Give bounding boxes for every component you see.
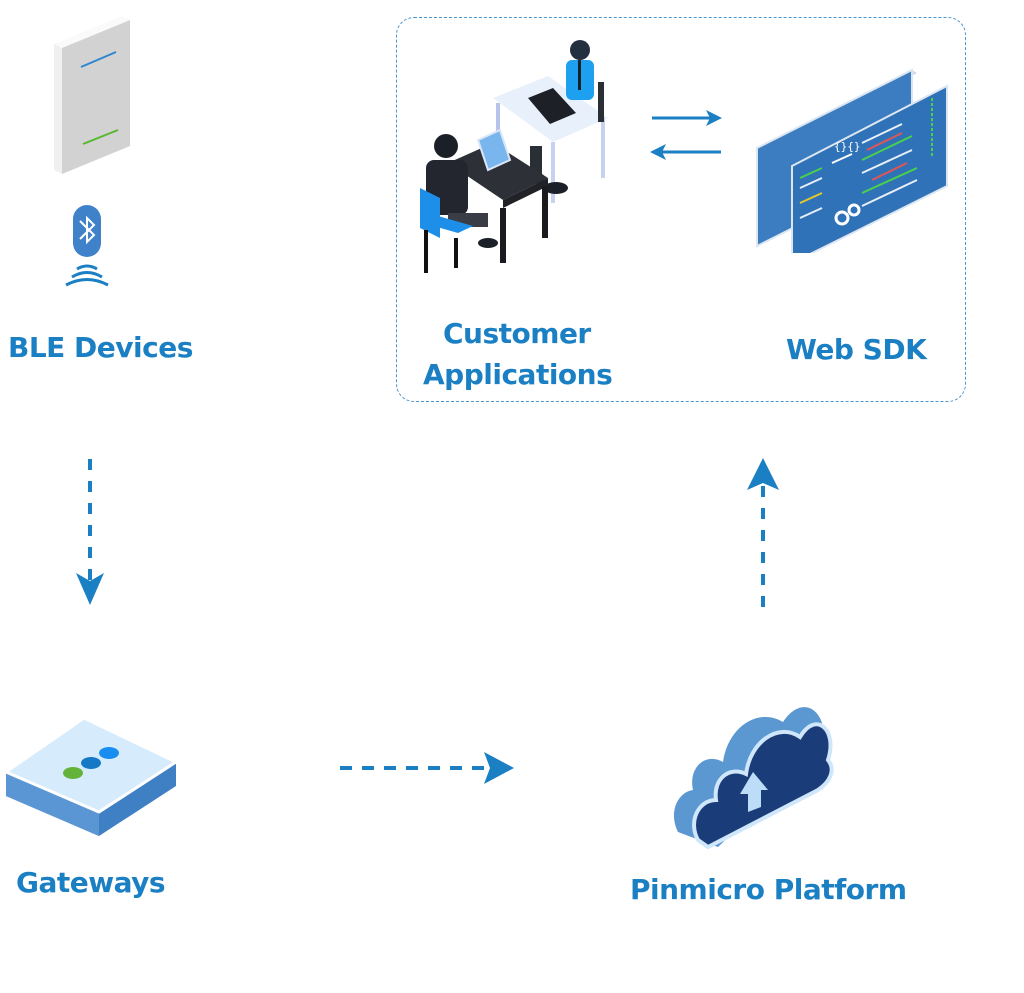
- arrow-app-to-sdk: [650, 108, 725, 128]
- cloud-upload-icon: [668, 682, 838, 852]
- customer-applications-label-line2: Applications: [423, 358, 613, 391]
- code-screens-icon: {}{}: [752, 68, 952, 253]
- web-sdk-label: Web SDK: [786, 333, 927, 366]
- customer-applications-label-line1: Customer: [443, 317, 591, 350]
- arrow-ble-to-gateways: [73, 455, 109, 610]
- pinmicro-platform-label: Pinmicro Platform: [630, 873, 907, 906]
- svg-text:{}{}: {}{}: [834, 140, 861, 153]
- customer-sdk-group-box: [396, 17, 966, 402]
- gateways-label: Gateways: [16, 866, 166, 899]
- arrow-sdk-to-app: [648, 142, 723, 162]
- ble-device-illustration: [50, 14, 135, 179]
- arrow-platform-to-web-sdk: [745, 456, 781, 611]
- arrow-gateways-to-platform: [338, 750, 518, 788]
- gateway-icon: [4, 714, 180, 840]
- people-at-desks-icon: [418, 38, 613, 278]
- ble-devices-label: BLE Devices: [8, 331, 193, 364]
- bluetooth-icon: [63, 205, 113, 297]
